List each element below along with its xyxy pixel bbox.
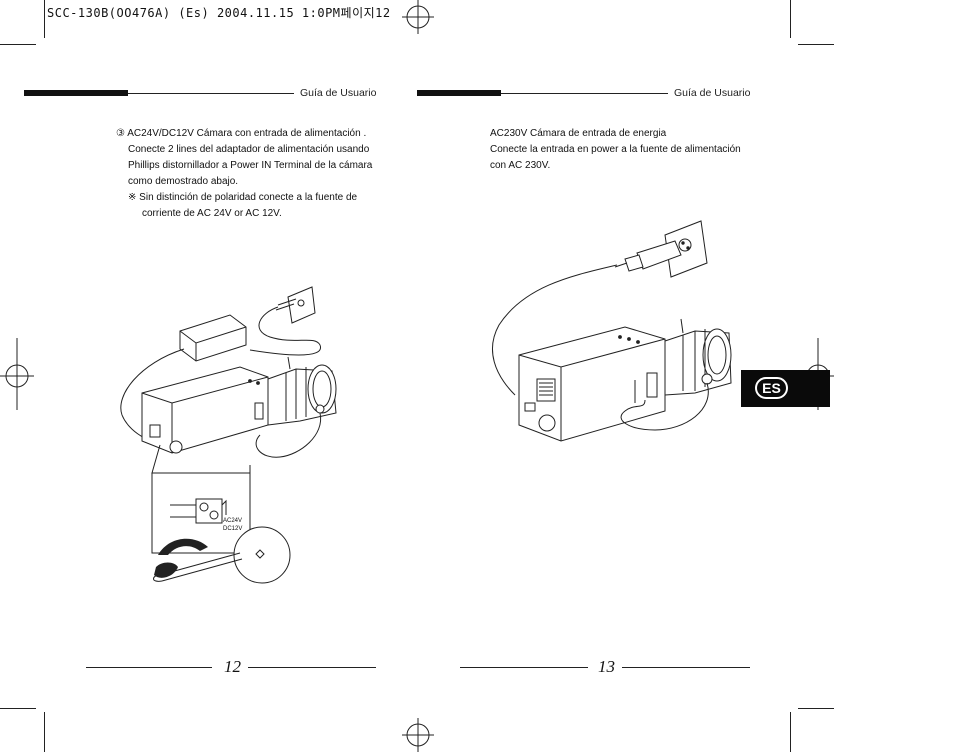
registration-target-bottom [402,718,434,752]
registration-target-top [402,0,434,34]
left-body: ③ AC24V/DC12V Cámara con entrada de alim… [116,126,396,222]
right-footer-rule-a [460,667,588,668]
print-slug: SCC-130B(OO476A) (Es) 2004.11.15 1:0PM페이… [47,6,391,20]
right-footer-rule-b [622,667,750,668]
left-header-bar [24,90,128,96]
left-footer-rule-b [248,667,376,668]
left-header-rule [128,93,294,94]
terminal-label-ac24v: AC24V [223,518,242,524]
language-tab-label: ES [755,377,788,399]
right-line-1: AC230V Cámara de entrada de energia [490,128,667,139]
right-line-3: con AC 230V. [490,160,551,171]
right-header-label: Guía de Usuario [674,87,751,99]
right-line-2: Conecte la entrada en power a la fuente … [490,144,741,155]
right-page-number: 13 [598,657,615,676]
right-body: AC230V Cámara de entrada de energia Cone… [490,126,770,174]
left-page-number: 12 [224,657,241,676]
item-marker: ③ [116,128,125,139]
terminal-label-dc12v: DC12V [223,526,242,532]
note-line-1: Sin distinción de polaridad conecte a la… [139,192,358,203]
note-marker: ※ [128,192,137,203]
right-header-bar [417,90,501,96]
note-line-2: corriente de AC 24V or AC 12V. [142,208,282,219]
camera-adapter-illustration: AC24V DC12V [120,286,337,584]
left-footer-rule-a [86,667,212,668]
left-header-label: Guía de Usuario [300,87,377,99]
item-line-3: Phillips distornillador a Power IN Termi… [128,160,373,171]
item-line-1: AC24V/DC12V Cámara con entrada de alimen… [127,128,367,139]
language-tab: ES [741,370,830,407]
item-line-4: como demostrado abajo. [128,176,239,187]
item-line-2: Conecte 2 lines del adaptador de aliment… [128,144,370,155]
right-header-rule [501,93,668,94]
registration-target-left [0,338,34,410]
camera-230v-illustration [492,220,732,442]
